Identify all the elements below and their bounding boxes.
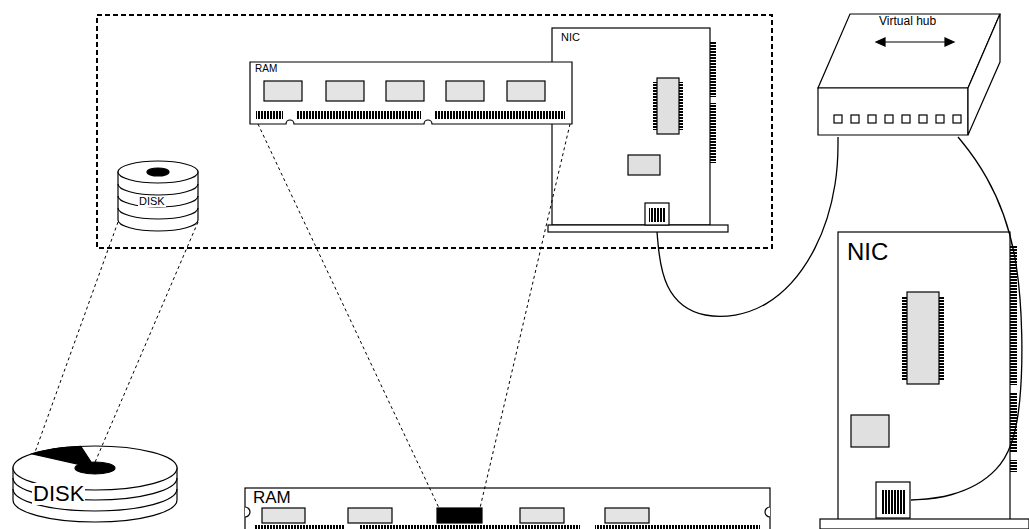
large-network-card	[907, 292, 939, 384]
small-ram-module	[250, 62, 572, 124]
small-network-card	[657, 78, 679, 134]
small-network-card	[649, 208, 665, 222]
large-network-card	[838, 232, 1010, 520]
virtual-hub-box	[885, 115, 893, 123]
large-network-card	[902, 296, 907, 380]
small-ram-module	[446, 81, 484, 101]
part-label: DISK	[138, 196, 166, 207]
large-ram-module	[262, 508, 305, 523]
small-disk-stack	[118, 208, 198, 219]
small-disk-stack	[118, 161, 198, 231]
small-disk-stack	[118, 161, 198, 183]
ram-module: RAM	[250, 62, 572, 124]
large-network-card	[881, 490, 905, 514]
large-network-card	[1010, 460, 1017, 472]
large-ram-module	[245, 507, 250, 517]
small-network-card	[710, 103, 716, 163]
virtual-hub-box	[919, 115, 927, 123]
large-ram-module	[520, 508, 564, 523]
part-label: Virtual hub	[878, 15, 937, 27]
large-ram-module	[255, 525, 345, 529]
zoom-leader	[34, 222, 118, 455]
small-network-card	[645, 203, 669, 225]
virtual-hub-box	[876, 38, 885, 46]
large-disk-stack	[75, 462, 115, 474]
small-network-card	[628, 155, 660, 175]
network-cable	[657, 137, 838, 316]
small-network-card	[548, 28, 728, 232]
large-ram-module	[245, 488, 770, 529]
small-ram-module	[264, 81, 302, 101]
virtual-hub-box	[882, 41, 948, 42]
small-network-card	[552, 28, 710, 225]
part-label: DISK	[32, 483, 85, 505]
virtual-hub-box	[953, 115, 961, 123]
small-ram-module	[386, 81, 424, 101]
virtual-hub-box	[936, 115, 944, 123]
virtual-hub-box	[818, 88, 968, 135]
part-label: NIC	[560, 32, 581, 43]
small-network-card	[710, 42, 716, 97]
small-network-card	[679, 82, 683, 130]
small-ram-module	[507, 81, 545, 101]
zoom-leader	[258, 124, 570, 508]
small-ram-module	[297, 111, 421, 119]
virtual-hub-box	[968, 14, 1000, 135]
virtual-hub-box	[868, 115, 876, 123]
large-ram-module	[765, 507, 770, 517]
large-network-card	[820, 519, 1029, 529]
small-ram-module	[326, 81, 364, 101]
disk-stack: DISK	[116, 158, 200, 236]
large-ram-module	[360, 525, 580, 529]
small-ram-module	[256, 111, 283, 119]
small-network-card	[548, 225, 728, 232]
small-disk-stack	[118, 184, 198, 195]
zoom-leader	[480, 124, 570, 508]
large-network-card	[876, 482, 910, 518]
virtual-hub-box	[834, 115, 842, 123]
zoom-leader	[34, 222, 198, 467]
network-cable	[657, 137, 838, 316]
virtual-hub: Virtual hub	[818, 5, 1000, 137]
large-network-card	[851, 415, 889, 447]
large-ram-module	[595, 525, 760, 529]
small-disk-stack	[118, 196, 198, 207]
large-ram-module	[245, 488, 770, 529]
virtual-hub-box	[851, 115, 859, 123]
large-network-card	[820, 232, 1029, 529]
part-label: NIC	[846, 240, 889, 264]
ram-module: RAM	[245, 488, 770, 529]
network-cable	[911, 137, 1022, 500]
small-ram-module	[435, 111, 565, 119]
large-disk-stack	[13, 446, 177, 522]
large-ram-module	[605, 508, 649, 523]
network-card: NIC	[820, 230, 1029, 529]
zoom-leader	[258, 124, 439, 508]
part-label: RAM	[254, 64, 278, 74]
small-ram-module	[250, 62, 572, 124]
virtual-hub-box	[818, 14, 1000, 135]
large-network-card	[939, 296, 944, 380]
virtual-machine-frame	[97, 15, 772, 248]
small-network-card	[653, 82, 657, 130]
virtual-hub-box	[902, 115, 910, 123]
part-label: RAM	[252, 489, 292, 506]
network-cable	[911, 137, 1022, 500]
large-ram-module	[348, 508, 392, 523]
zoom-leader	[93, 222, 198, 467]
large-ram-module	[437, 508, 482, 523]
small-disk-stack	[147, 168, 169, 176]
disk-stack: DISK	[8, 440, 184, 528]
network-card: NIC	[552, 28, 728, 232]
virtual-hub-box	[945, 38, 954, 46]
